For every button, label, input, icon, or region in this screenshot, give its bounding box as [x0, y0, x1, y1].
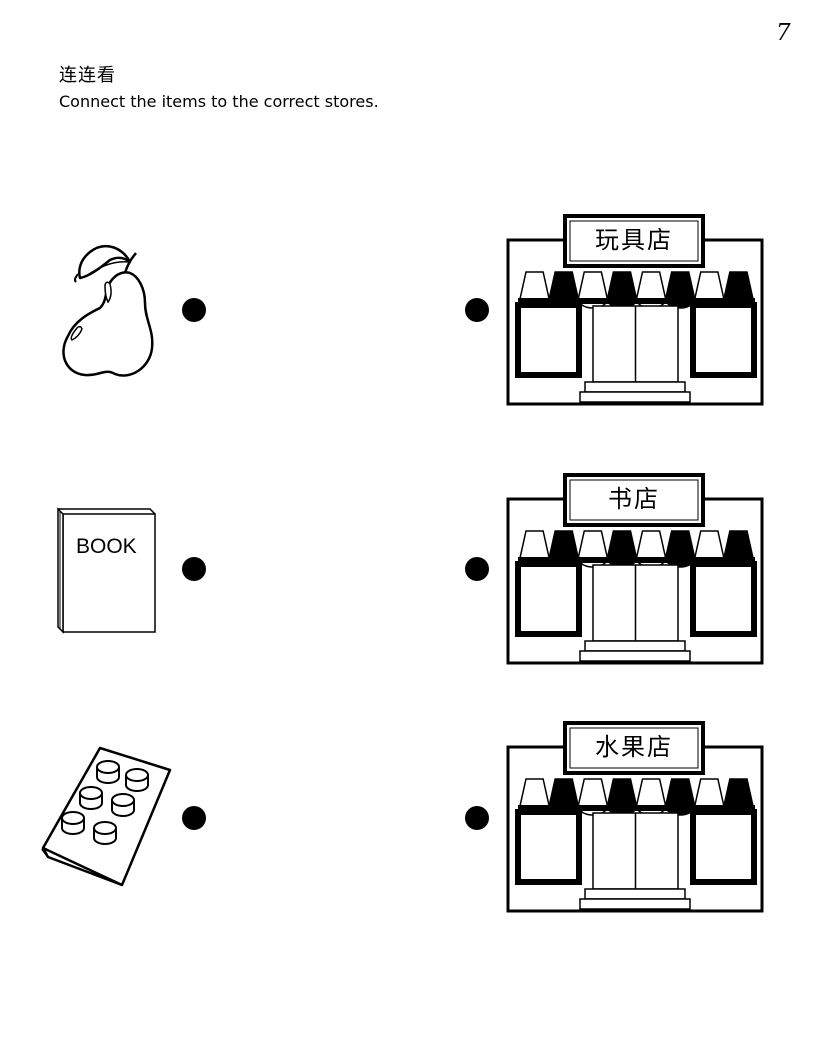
pear-icon — [50, 238, 160, 387]
lego-brick-icon — [40, 745, 175, 894]
worksheet-instruction: Connect the items to the correct stores. — [59, 92, 379, 111]
book-connect-dot[interactable] — [182, 557, 206, 581]
book-store-connect-dot[interactable] — [465, 557, 489, 581]
book-icon — [55, 505, 159, 641]
book-label: BOOK — [76, 535, 137, 558]
store-sign-label: 书店 — [608, 485, 660, 513]
lego-connect-dot[interactable] — [182, 806, 206, 830]
fruit-store: 水果店 — [506, 721, 766, 913]
pear-connect-dot[interactable] — [182, 298, 206, 322]
fruit-store-connect-dot[interactable] — [465, 806, 489, 830]
store-sign-label: 玩具店 — [595, 226, 673, 254]
toy-store-connect-dot[interactable] — [465, 298, 489, 322]
toy-store: 玩具店 — [506, 214, 766, 406]
storefront-icon — [506, 721, 764, 913]
storefront-icon — [506, 214, 764, 406]
page-number: 7 — [776, 20, 791, 46]
worksheet-title: 连连看 — [59, 65, 116, 86]
store-sign-label: 水果店 — [595, 733, 673, 761]
storefront-icon — [506, 473, 764, 665]
book-store: 书店 — [506, 473, 766, 665]
